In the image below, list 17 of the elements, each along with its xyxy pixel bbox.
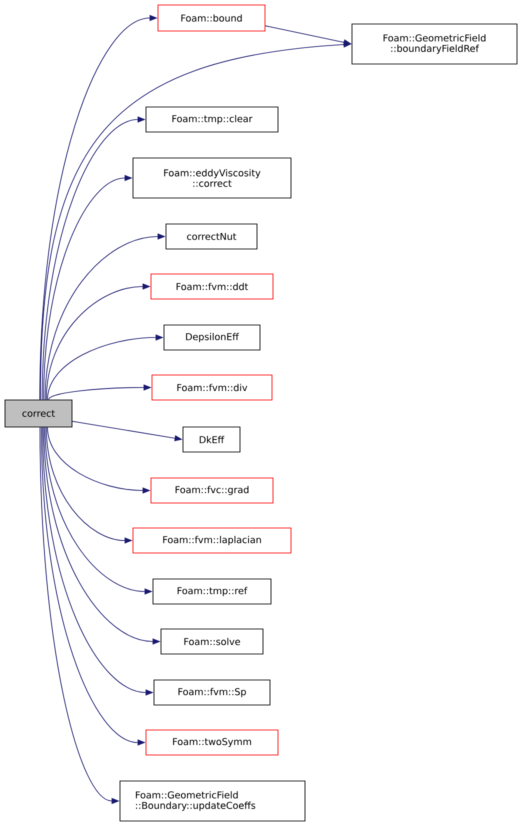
function-box: correct [4,400,72,428]
function-box: Foam::tmp::ref [152,578,272,604]
function-box: Foam::GeometricField ::boundaryFieldRef [352,24,518,64]
function-box: DepsilonEff [164,324,260,350]
function-box: Foam::solve [160,628,264,654]
function-box: correctNut [166,224,258,250]
function-box: DkEff [182,426,240,452]
function-box: Foam::fvm::ddt [150,274,274,300]
function-box: Foam::fvm::laplacian [132,528,292,554]
function-box: Foam::fvm::Sp [154,680,270,706]
function-box: Foam::GeometricField ::Boundary::updateCoeffs [120,780,306,822]
function-box: Foam::eddyViscosity ::correct [132,158,292,198]
function-box: Foam::tmp::clear [146,106,278,132]
function-box: Foam::twoSymm [146,730,278,756]
function-box: Foam::fvc::grad [150,478,274,504]
function-box: Foam::bound [158,4,266,32]
function-box: Foam::fvm::div [152,374,272,400]
